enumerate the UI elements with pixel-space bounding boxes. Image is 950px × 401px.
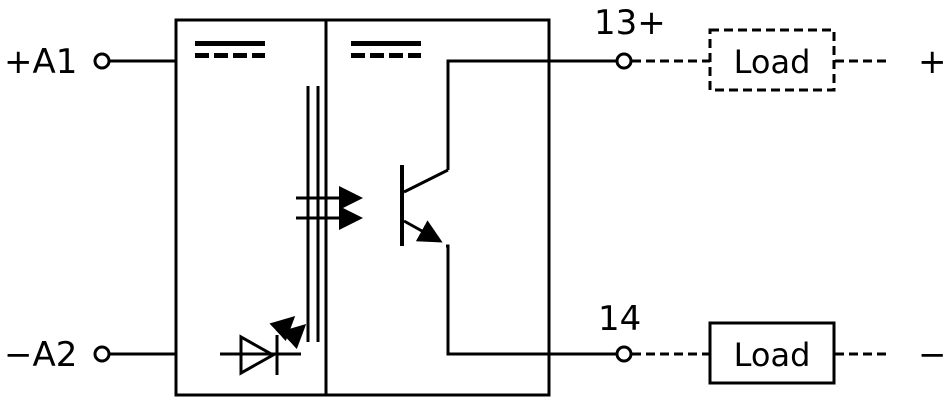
terminal-14	[615, 345, 633, 363]
terminal-a2-label: −A2	[4, 335, 77, 375]
terminal-a2	[93, 345, 111, 363]
terminal-13-label: 13+	[594, 3, 666, 43]
terminal-13	[615, 52, 633, 70]
light-arrows-icon	[296, 186, 363, 230]
supply-minus-label: −	[918, 335, 947, 375]
load-label-upper: Load	[734, 43, 811, 81]
supply-plus-label: +	[918, 42, 947, 82]
terminal-a1-label: +A1	[4, 42, 77, 82]
load-box-lower	[708, 321, 836, 385]
phototransistor-icon	[400, 165, 449, 246]
relay-housing	[174, 18, 551, 397]
load-box-upper	[708, 28, 836, 92]
dc-symbol-input	[195, 41, 265, 58]
dc-symbol-output	[351, 41, 421, 58]
terminal-14-label: 14	[598, 299, 641, 339]
load-label-lower: Load	[734, 336, 811, 374]
terminal-a1	[93, 52, 111, 70]
wire-collector	[446, 59, 616, 170]
wire-emitter	[446, 244, 616, 356]
led-icon	[239, 315, 307, 376]
